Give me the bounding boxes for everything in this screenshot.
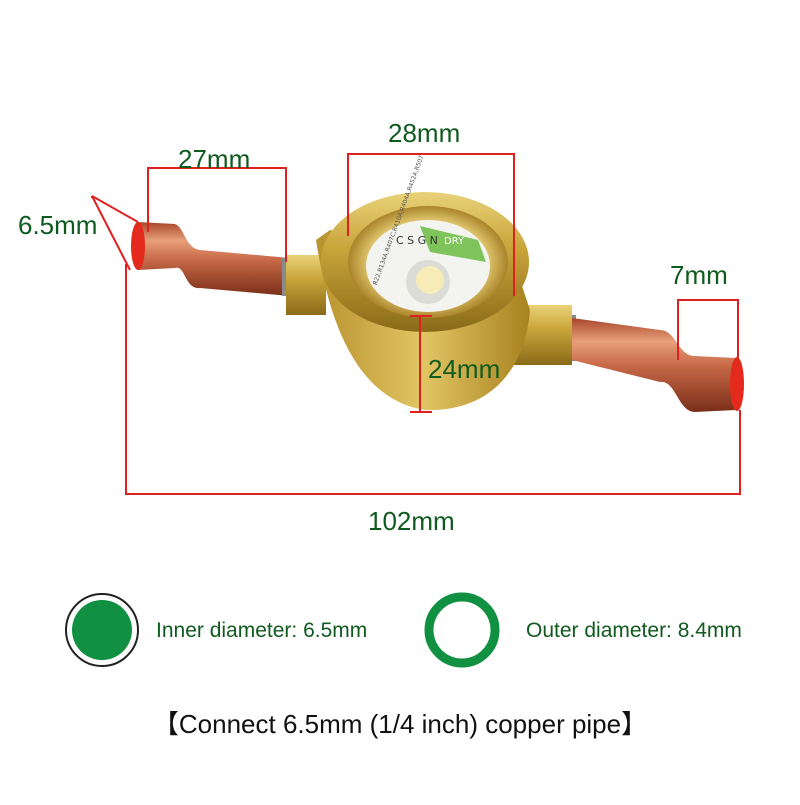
dimension-6-5mm-lower <box>91 195 131 271</box>
dimension-lines <box>91 153 741 495</box>
connect-pipe-caption: 【Connect 6.5mm (1/4 inch) copper pipe】 <box>152 709 648 739</box>
inner-diameter-icon <box>65 593 139 667</box>
label-7mm: 7mm <box>670 260 728 290</box>
left-copper-pipe <box>131 222 292 296</box>
outer-diameter-label: Outer diameter: 8.4mm <box>526 619 742 642</box>
moisture-indicator <box>416 266 444 294</box>
dimension-28mm-line <box>347 153 515 296</box>
dimension-102mm-line <box>125 264 741 495</box>
legend-inner: Inner diameter: 6.5mm <box>144 596 367 666</box>
outer-diameter-icon <box>424 592 500 668</box>
label-24mm: 24mm <box>428 354 501 384</box>
right-pipe-end-cap <box>730 357 744 411</box>
inner-diameter-label: Inner diameter: 6.5mm <box>156 619 368 642</box>
dry-zone <box>420 226 486 262</box>
label-6-5mm: 6.5mm <box>18 210 98 240</box>
label-27mm: 27mm <box>178 144 251 174</box>
legend-outer: Outer diameter: 8.4mm <box>514 596 742 666</box>
left-pipe-end-cap <box>131 222 145 270</box>
dimension-6-5mm-upper <box>91 195 139 223</box>
dimension-27mm-line <box>147 167 287 262</box>
label-102mm: 102mm <box>368 506 455 536</box>
dimension-7mm-line <box>677 299 739 360</box>
svg-text:DRY: DRY <box>444 236 465 247</box>
svg-text:C S G N: C S G N <box>396 234 438 247</box>
label-28mm: 28mm <box>388 118 461 148</box>
right-copper-pipe <box>560 315 744 412</box>
